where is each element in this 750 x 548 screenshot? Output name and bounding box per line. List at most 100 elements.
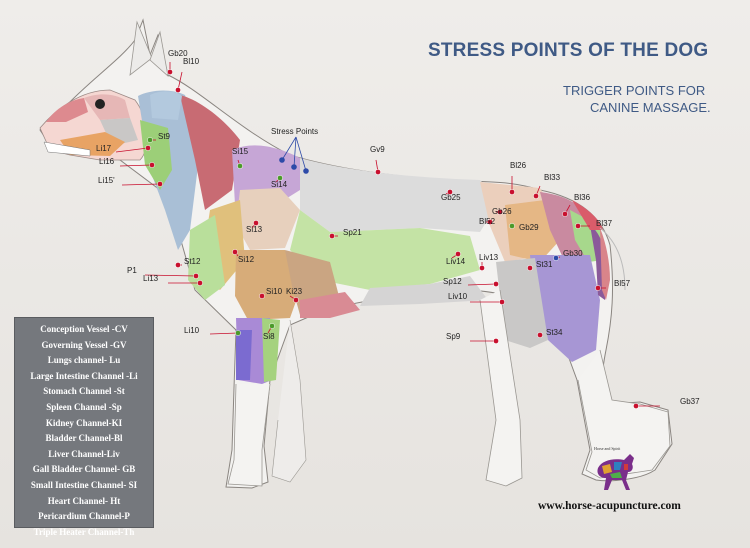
acupoint-label: St31 — [536, 260, 553, 269]
acupoint-marker — [553, 255, 559, 261]
website-url: www.horse-acupuncture.com — [538, 500, 681, 512]
acupoint-label: Li10 — [184, 326, 200, 335]
acupoint-marker — [147, 137, 153, 143]
subtitle-line-2: CANINE MASSAGE. — [590, 100, 711, 115]
acupoint-label: Li17 — [96, 144, 112, 153]
legend-row: Heart Channel- Ht — [47, 495, 121, 506]
acupoint-marker — [193, 273, 199, 279]
acupoint-marker — [497, 209, 503, 215]
acupoint-label: Si13 — [246, 225, 263, 234]
stress-points-label: Stress Points — [271, 127, 319, 136]
acupoint-label: Gb20 — [168, 49, 188, 58]
meridian-legend: Conception Vessel -CV Governing Vessel -… — [14, 317, 154, 537]
acupoint-label: Gb30 — [563, 249, 583, 258]
acupoint-marker — [447, 189, 453, 195]
page-subtitle: TRIGGER POINTS FOR CANINE MASSAGE. — [563, 82, 723, 116]
subtitle-line-1: TRIGGER POINTS FOR — [563, 83, 706, 98]
acupoint-marker — [493, 338, 499, 344]
acupoint-label: Bl52 — [479, 217, 496, 226]
acupoint-label: Li13 — [143, 274, 159, 283]
acupoint-label: Gb25 — [441, 193, 461, 202]
legend-row: Pericardium Channel-P — [38, 511, 130, 522]
acupoint-marker — [562, 211, 568, 217]
stress-point-marker — [291, 164, 297, 170]
legend-row: Stomach Channel -St — [43, 386, 125, 397]
point-leader-line — [119, 164, 153, 167]
stress-point-leader-line — [293, 136, 297, 168]
acupoint-marker — [149, 162, 155, 168]
legend-row: Lungs channel- Lu — [47, 355, 121, 366]
acupoint-marker — [533, 193, 539, 199]
acupoint-marker — [232, 249, 238, 255]
acupoint-label: P1 — [127, 266, 137, 275]
acupoint-label: Li15' — [98, 176, 115, 185]
legend-row: Small Intestine Channel- SI — [30, 479, 138, 490]
acupoint-label: Liv10 — [448, 292, 468, 301]
acupoint-marker — [237, 163, 243, 169]
acupoint-label: Si8 — [263, 332, 275, 341]
acupoint-marker — [253, 220, 259, 226]
acupoint-marker — [575, 223, 581, 229]
acupoint-label: Liv13 — [479, 253, 499, 262]
acupoint-label: St34 — [546, 328, 563, 337]
logo-caption: Horse and Spirit — [594, 446, 621, 451]
acupoint-marker — [509, 223, 515, 229]
acupoint-marker — [277, 175, 283, 181]
acupoint-marker — [175, 262, 181, 268]
acupoint-label: Sp9 — [446, 332, 461, 341]
acupoint-label: Bl26 — [510, 161, 527, 170]
point-leader-line — [467, 283, 497, 286]
acupoint-marker — [259, 293, 265, 299]
legend-row: Governing Vessel -GV — [41, 339, 127, 350]
acupoint-marker — [269, 323, 275, 329]
acupoint-label: Gb29 — [519, 223, 539, 232]
acupoint-label: Li16 — [99, 157, 115, 166]
acupoint-label: Liv14 — [446, 257, 466, 266]
acupoint-label: St12 — [184, 257, 201, 266]
acupoint-label: Bl37 — [596, 219, 613, 228]
acupoint-marker — [329, 233, 335, 239]
page-title: STRESS POINTS OF THE DOG — [428, 40, 709, 61]
point-leader-line — [177, 71, 183, 91]
point-leader-line — [121, 183, 161, 186]
acupoint-marker — [537, 332, 543, 338]
acupoint-marker — [633, 403, 639, 409]
legend-row: Conception Vessel -CV — [40, 324, 128, 334]
acupoint-marker — [157, 181, 163, 187]
acupoint-label: Bl36 — [574, 193, 591, 202]
acupoint-marker — [293, 297, 299, 303]
stress-point-leader-line — [281, 136, 297, 161]
acupoint-marker — [487, 219, 493, 225]
acupoint-marker — [455, 251, 461, 257]
acupoint-marker — [509, 189, 515, 195]
acupoint-label: Sp12 — [443, 277, 462, 286]
acupoint-marker — [167, 69, 173, 75]
acupoint-marker — [493, 281, 499, 287]
acupoint-label: Bl33 — [544, 173, 561, 182]
acupoint-marker — [375, 169, 381, 175]
legend-row: Large Intestine Channel -Li — [30, 370, 138, 381]
point-leader-line — [209, 332, 239, 335]
acupoint-marker — [595, 285, 601, 291]
acupoint-label: Sp21 — [343, 228, 362, 237]
legend-row: Spleen Channel -Sp — [46, 401, 122, 412]
acupoint-label: Bl10 — [183, 57, 200, 66]
legend-row: Liver Channel-Liv — [48, 448, 120, 459]
acupoint-label: Gb26 — [492, 207, 512, 216]
acupoint-label: Si15 — [232, 147, 249, 156]
acupoint-marker — [499, 299, 505, 305]
acupoint-label: Gb37 — [680, 397, 700, 406]
acupoint-label: Si12 — [238, 255, 255, 264]
acupoint-label: Si14 — [271, 180, 288, 189]
legend-row: Kidney Channel-KI — [45, 417, 123, 428]
legend-row: Gall Bladder Channel- GB — [32, 464, 136, 475]
acupoint-marker — [145, 145, 151, 151]
acupoint-label: Ki23 — [286, 287, 303, 296]
acupoint-marker — [479, 265, 485, 271]
stress-point-marker — [303, 168, 309, 174]
acupoint-label: Bl57 — [614, 279, 631, 288]
point-leader-line — [144, 274, 197, 277]
